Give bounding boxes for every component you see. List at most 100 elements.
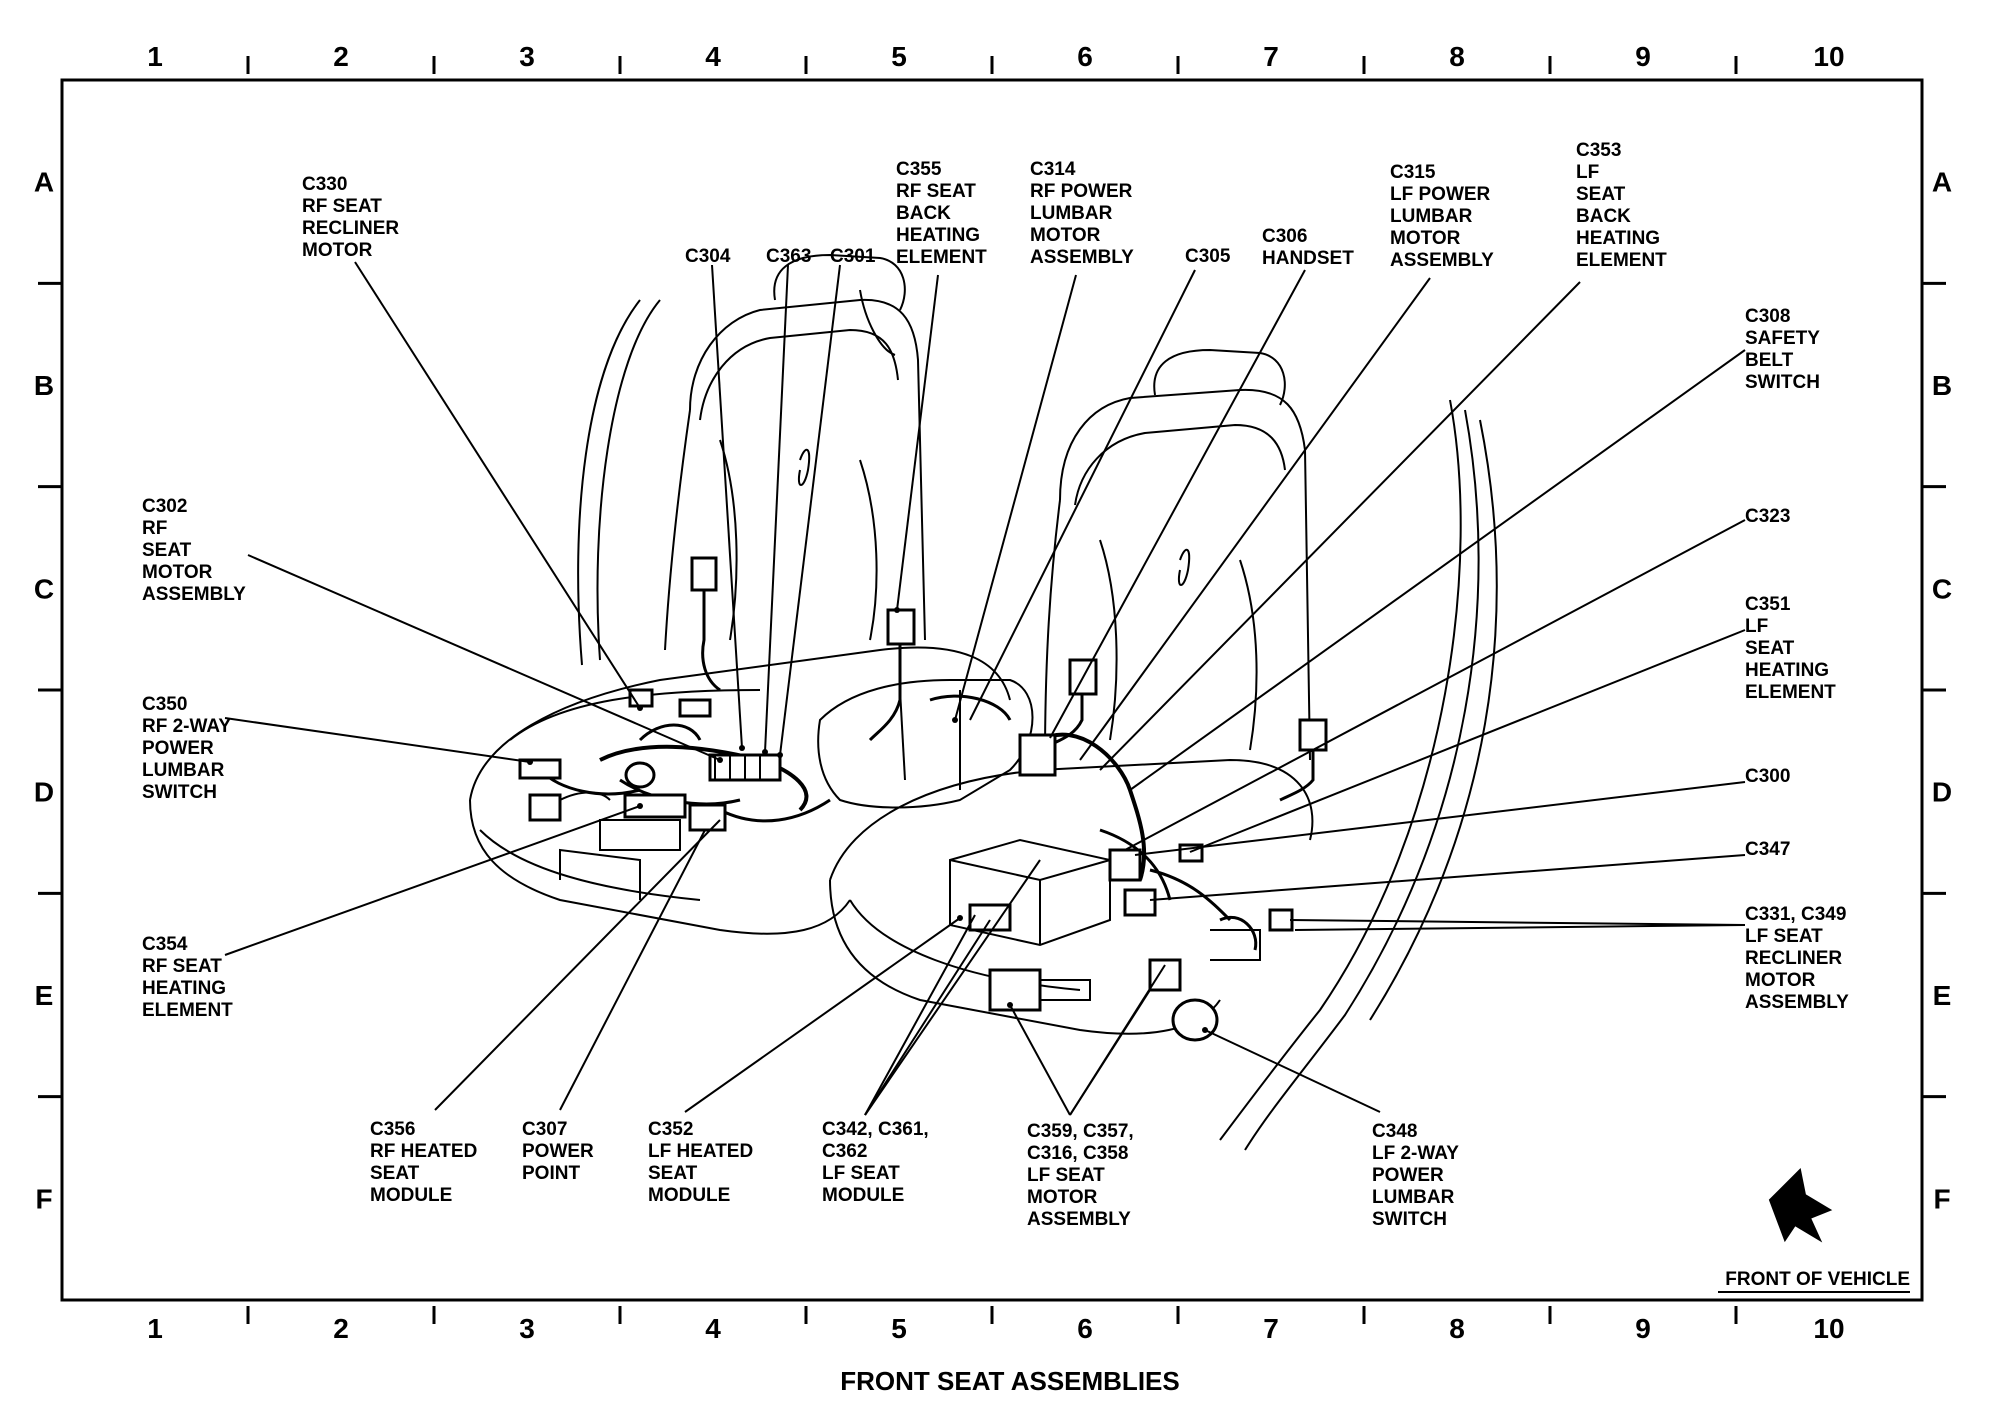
leader-arrowheads bbox=[527, 607, 1208, 1033]
label-c363: C363 bbox=[766, 246, 811, 267]
grid-column-bottom-8: 8 bbox=[1449, 1313, 1465, 1344]
label-line: ELEMENT bbox=[1576, 250, 1667, 271]
label-line: POINT bbox=[522, 1163, 580, 1184]
label-line: RF SEAT bbox=[302, 196, 382, 217]
label-line: SAFETY bbox=[1745, 328, 1820, 349]
label-line: ASSEMBLY bbox=[1745, 992, 1849, 1013]
label-line: RF HEATED bbox=[370, 1141, 477, 1162]
label-line: RF SEAT bbox=[896, 181, 976, 202]
label-line: C362 bbox=[822, 1141, 867, 1162]
label-c300: C300 bbox=[1745, 766, 1790, 787]
label-c301: C301 bbox=[830, 246, 876, 267]
label-line: C352 bbox=[648, 1119, 693, 1140]
label-line: ELEMENT bbox=[896, 247, 987, 268]
label-line: LF HEATED bbox=[648, 1141, 753, 1162]
label-line: MOTOR bbox=[1745, 970, 1816, 991]
label-line: SWITCH bbox=[1372, 1209, 1447, 1230]
grid-column-bottom-10: 10 bbox=[1813, 1313, 1844, 1344]
label-line: SWITCH bbox=[1745, 372, 1820, 393]
label-line: HANDSET bbox=[1262, 248, 1354, 269]
label-line: BELT bbox=[1745, 350, 1794, 371]
label-line: POWER bbox=[1372, 1165, 1444, 1186]
label-line: C300 bbox=[1745, 766, 1790, 787]
label-line: LUMBAR bbox=[1390, 206, 1473, 227]
label-line: LF SEAT bbox=[822, 1163, 900, 1184]
label-line: RECLINER bbox=[302, 218, 399, 239]
label-line: RECLINER bbox=[1745, 948, 1842, 969]
grid-column-top-5: 5 bbox=[891, 41, 907, 72]
label-line: C316, C358 bbox=[1027, 1143, 1128, 1164]
grid-row-right-F: F bbox=[1933, 1183, 1950, 1214]
label-c347: C347 bbox=[1745, 839, 1790, 860]
label-line: RF SEAT bbox=[142, 956, 222, 977]
label-line: ELEMENT bbox=[1745, 682, 1836, 703]
grid-row-right-C: C bbox=[1932, 573, 1952, 604]
grid-row-left-E: E bbox=[35, 980, 54, 1011]
grid-row-right-A: A bbox=[1932, 167, 1952, 198]
label-line: C347 bbox=[1745, 839, 1790, 860]
grid-column-top-8: 8 bbox=[1449, 41, 1465, 72]
label-line: LF 2-WAY bbox=[1372, 1143, 1459, 1164]
label-line: LF SEAT bbox=[1745, 926, 1823, 947]
label-line: ASSEMBLY bbox=[1027, 1209, 1131, 1230]
label-line: ASSEMBLY bbox=[1390, 250, 1494, 271]
grid-column-bottom-2: 2 bbox=[333, 1313, 349, 1344]
label-line: BACK bbox=[1576, 206, 1631, 227]
label-line: C308 bbox=[1745, 306, 1790, 327]
grid-row-left-B: B bbox=[34, 370, 54, 401]
label-line: C351 bbox=[1745, 594, 1791, 615]
grid-column-top-9: 9 bbox=[1635, 41, 1651, 72]
label-line: C305 bbox=[1185, 246, 1231, 267]
label-line: LUMBAR bbox=[142, 760, 225, 781]
grid-row-left-C: C bbox=[34, 573, 54, 604]
label-line: HEATING bbox=[896, 225, 980, 246]
label-line: SEAT bbox=[142, 540, 192, 561]
label-line: MODULE bbox=[370, 1185, 452, 1206]
label-line: ASSEMBLY bbox=[1030, 247, 1134, 268]
grid-column-top-2: 2 bbox=[333, 41, 349, 72]
label-line: LF SEAT bbox=[1027, 1165, 1105, 1186]
grid-column-bottom-4: 4 bbox=[705, 1313, 721, 1344]
label-line: C307 bbox=[522, 1119, 567, 1140]
label-line: LF POWER bbox=[1390, 184, 1491, 205]
label-line: C301 bbox=[830, 246, 876, 267]
grid-column-top-10: 10 bbox=[1813, 41, 1844, 72]
grid-row-left-D: D bbox=[34, 777, 54, 808]
label-line: C348 bbox=[1372, 1121, 1417, 1142]
diagram-title: FRONT SEAT ASSEMBLIES bbox=[840, 1366, 1179, 1396]
seat-illustration bbox=[469, 253, 1498, 1151]
grid-column-bottom-9: 9 bbox=[1635, 1313, 1651, 1344]
label-line: MOTOR bbox=[302, 240, 373, 261]
grid-column-top-1: 1 bbox=[147, 41, 163, 72]
grid-ticks bbox=[38, 56, 1946, 1324]
label-c304: C304 bbox=[685, 246, 731, 267]
label-line: C356 bbox=[370, 1119, 415, 1140]
label-line: MODULE bbox=[648, 1185, 730, 1206]
label-line: C302 bbox=[142, 496, 187, 517]
grid-column-top-6: 6 bbox=[1077, 41, 1093, 72]
label-line: C354 bbox=[142, 934, 188, 955]
label-line: HEATING bbox=[1576, 228, 1660, 249]
label-line: LF bbox=[1745, 616, 1768, 637]
grid-column-top-4: 4 bbox=[705, 41, 721, 72]
leader-lines bbox=[224, 261, 1746, 1116]
label-line: C363 bbox=[766, 246, 811, 267]
label-line: C359, C357, bbox=[1027, 1121, 1134, 1142]
label-line: SEAT bbox=[1745, 638, 1795, 659]
grid-row-left-A: A bbox=[34, 167, 54, 198]
front-of-vehicle-label: FRONT OF VEHICLE bbox=[1725, 1269, 1910, 1290]
label-line: BACK bbox=[896, 203, 951, 224]
front-of-vehicle-arrow-icon bbox=[1768, 1167, 1833, 1243]
